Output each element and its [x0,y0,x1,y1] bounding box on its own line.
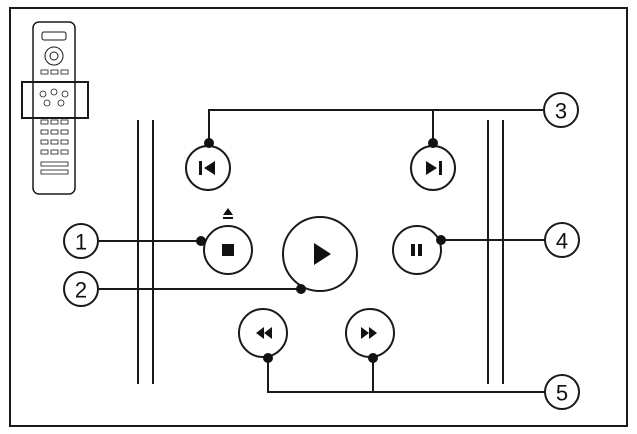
callout-2-label: 2 [75,278,87,303]
rewind-icon [256,327,272,339]
play-icon [314,243,331,265]
play-button[interactable] [282,216,358,292]
skip-next-icon [426,161,442,175]
remote-thumbnail [32,21,76,195]
remote-edge-lines [137,120,504,384]
pause-button[interactable] [392,225,442,275]
callout-1: 1 [63,223,99,259]
stop-button[interactable] [203,225,253,275]
eject-icon [223,208,233,219]
fast-forward-button[interactable] [345,308,395,358]
callout-4: 4 [544,222,580,258]
callout-5-label: 5 [556,381,568,406]
skip-previous-icon [199,161,215,175]
stop-icon [222,244,234,256]
rewind-button[interactable] [238,308,288,358]
fast-forward-icon [361,327,377,339]
callout-3-label: 3 [555,99,567,124]
callout-3: 3 [543,92,579,128]
pause-icon [411,244,422,256]
leader-lines [99,109,545,393]
outer-frame [9,7,628,427]
callout-5: 5 [544,374,580,410]
callout-1-label: 1 [75,230,87,255]
leader-dots [196,138,446,363]
remote-highlight-box [21,81,89,119]
callout-4-label: 4 [556,229,568,254]
callout-2: 2 [63,271,99,307]
skip-next-button[interactable] [410,145,456,191]
skip-previous-button[interactable] [185,145,231,191]
